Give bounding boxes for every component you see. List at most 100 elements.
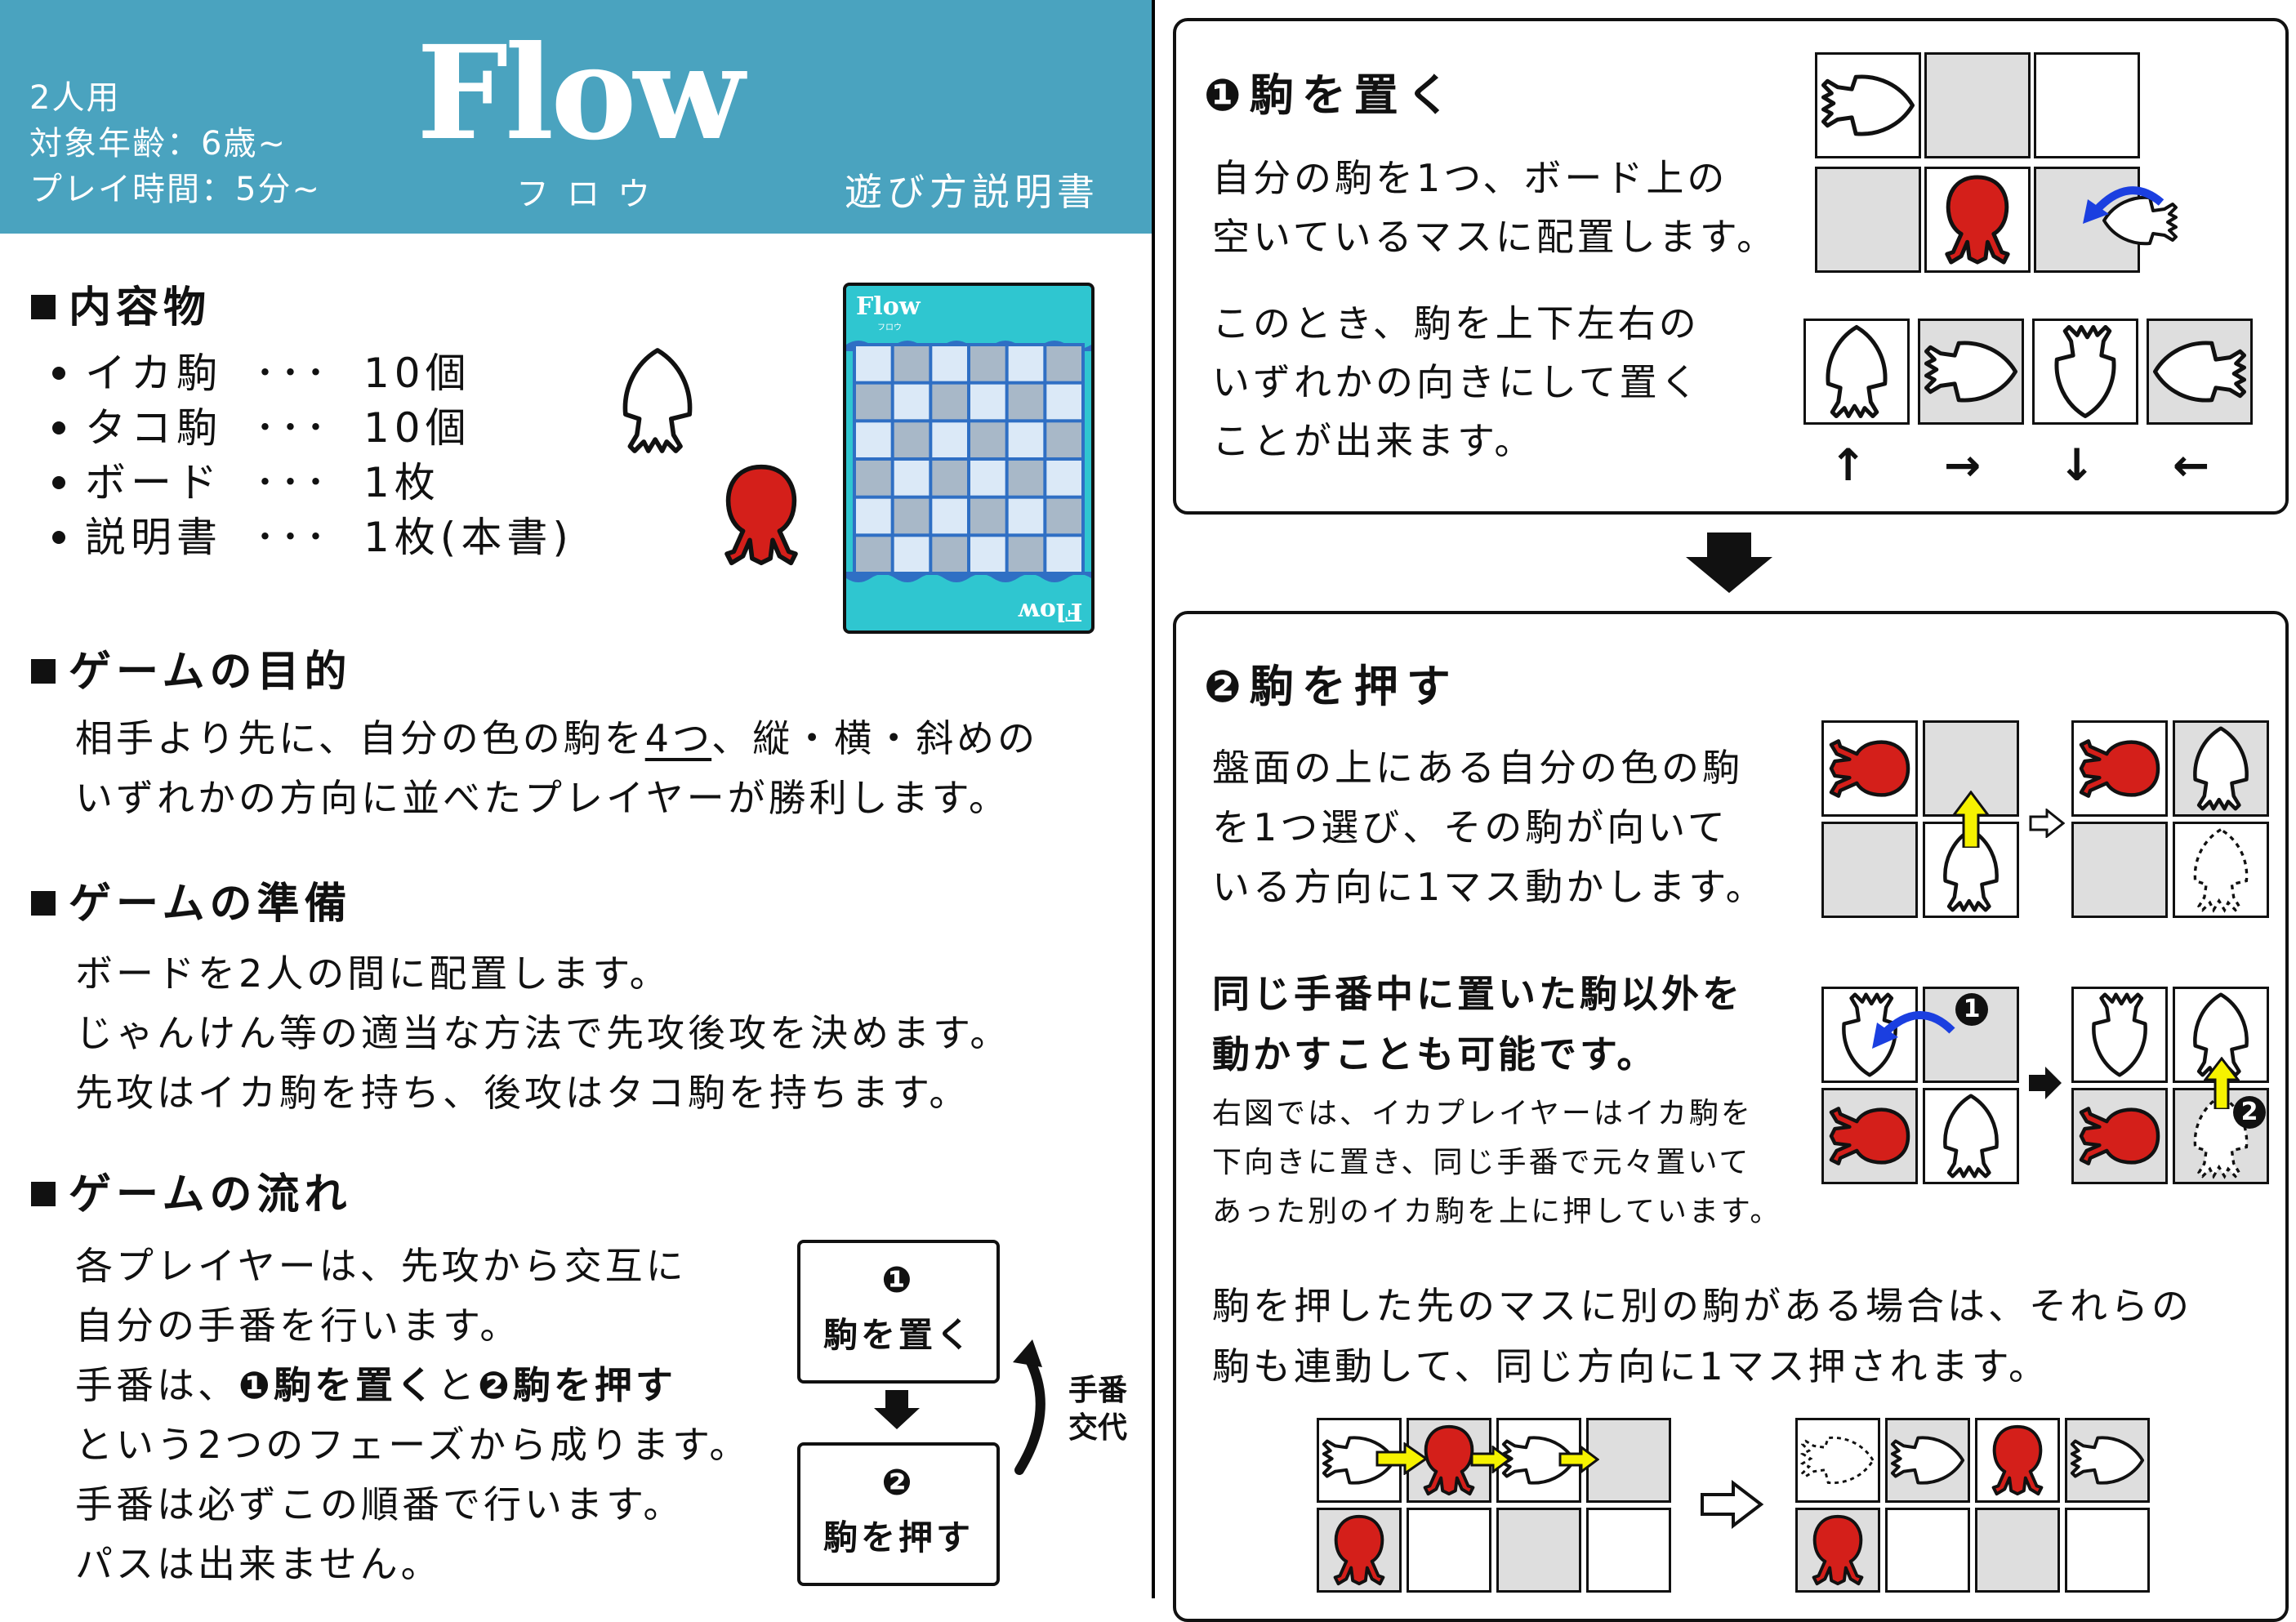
turn-change-line: 交代: [1068, 1411, 1128, 1445]
board-square: [1008, 537, 1044, 572]
center-divider: [1152, 0, 1155, 1598]
goal-heading-text: ゲームの目的: [69, 648, 352, 697]
setup-line: ボードを2人の間に配置します。: [75, 951, 671, 996]
board-square: [970, 498, 1005, 534]
goal-text-a: 相手より先に、自分の色の駒を: [75, 716, 645, 760]
board-square: [856, 461, 891, 496]
item-name: ボード: [85, 459, 222, 506]
orientation-up: [1803, 319, 1910, 425]
board-square: [1046, 461, 1081, 496]
step-badge-2: 2: [2233, 1096, 2266, 1129]
bullet-icon: [52, 366, 65, 380]
grid-cell: [2173, 822, 2269, 918]
chain-line: 駒を押した先のマスに別の駒がある場合は、それらの: [1212, 1284, 2192, 1328]
flow-text-a: 手番は、: [75, 1363, 239, 1407]
board-title: Flow: [856, 292, 921, 321]
board-square: [1008, 384, 1044, 420]
board-square: [1046, 384, 1081, 420]
step1-text-a: 自分の駒を1つ、ボード上の 空いているマスに配置します。: [1212, 149, 1777, 266]
step2-text: 盤面の上にある自分の色の駒 を1つ選び、その駒が向いて いる方向に1マス動かしま…: [1212, 738, 1767, 917]
octopus-icon: [1812, 1514, 1864, 1586]
step1-line: ことが出来ます。: [1212, 419, 1536, 463]
square-bullet-icon: [31, 1182, 56, 1206]
octopus-right-icon: [2074, 1090, 2165, 1182]
board-square: [1046, 346, 1081, 381]
orientation-down: [2032, 319, 2138, 425]
item-name: イカ駒: [85, 350, 222, 397]
flow-phase-1: ❶駒を置く: [239, 1363, 437, 1407]
down-arrow-icon: [874, 1390, 920, 1429]
board-square: [856, 384, 891, 420]
octopus-piece-icon: [704, 448, 818, 582]
flow-box-label: 駒を押す: [823, 1517, 974, 1557]
item-qty: 1枚(本書): [363, 514, 573, 561]
octopus-icon: [1991, 1424, 2044, 1496]
square-bullet-icon: [31, 891, 56, 916]
flow-box-place: ❶ 駒を置く: [797, 1240, 1000, 1384]
flow-box-label: 駒を置く: [823, 1315, 974, 1355]
board-square: [970, 537, 1005, 572]
chain-push-text: 駒を押した先のマスに別の駒がある場合は、それらの 駒も連動して、同じ方向に1マス…: [1212, 1276, 2192, 1397]
grid-cell: [2173, 720, 2269, 817]
item-qty: 10個: [363, 350, 471, 397]
grid-cell: [1815, 52, 1921, 158]
board-square: [1008, 461, 1044, 496]
turn-cycle-arrow-icon: [1013, 1339, 1045, 1475]
step2-line: を1つ選び、その駒が向いて: [1212, 805, 1728, 849]
players-label: 2人用: [29, 79, 121, 117]
flow-text: 各プレイヤーは、先攻から交互に 自分の手番を行います。 手番は、❶駒を置くと❷駒…: [75, 1237, 750, 1594]
board-square: [1008, 498, 1044, 534]
square-bullet-icon: [31, 659, 56, 684]
goal-line-1: 相手より先に、自分の色の駒を4つ、縦・横・斜めの: [75, 709, 1038, 769]
item-dots: ･･･: [255, 459, 331, 506]
board-square: [1046, 422, 1081, 457]
grid-cell: [1975, 1418, 2060, 1503]
flow-box-number: ❶: [881, 1259, 916, 1301]
grid-cell: [2065, 1418, 2150, 1503]
board-square: [932, 461, 967, 496]
item-dots: ･･･: [255, 350, 331, 397]
squid-up-icon: [2175, 723, 2267, 814]
board-square: [970, 422, 1005, 457]
grid-cell: [2071, 822, 2168, 918]
step2-example-text: 右図では、イカプレイヤーはイカ駒を 下向きに置き、同じ手番で元々置いて あった別…: [1212, 1090, 1781, 1237]
arrow-left-icon: ←: [2173, 439, 2210, 491]
step-badge-1: 1: [1955, 993, 1988, 1026]
playtime-label: プレイ時間：5分~: [29, 171, 321, 208]
item-dots: ･･･: [255, 514, 331, 561]
example-line: あった別のイカ駒を上に押しています。: [1212, 1195, 1782, 1228]
setup-line: 先攻はイカ駒を持ち、後攻はタコ駒を持ちます。: [75, 1071, 970, 1115]
grid-cell: [2071, 1088, 2168, 1184]
goal-line-2: いずれかの方向に並べたプレイヤーが勝利します。: [75, 776, 1010, 820]
flow-line: 各プレイヤーは、先攻から交互に: [75, 1244, 687, 1288]
bullet-icon: [52, 475, 65, 489]
board-square: [932, 537, 967, 572]
grid-cell: [2034, 52, 2140, 158]
step1-line: 空いているマスに配置します。: [1212, 215, 1778, 259]
board-square: [856, 498, 891, 534]
bullet-icon: [52, 421, 65, 434]
example-line: 下向きに置き、同じ手番で元々置いて: [1212, 1146, 1751, 1179]
turn-change-label: 手番 交代: [1068, 1372, 1127, 1447]
octopus-right-icon: [2074, 723, 2165, 814]
grid-cell: [1821, 1088, 1918, 1184]
arrow-down-icon: ↓: [2058, 439, 2096, 491]
push-arrow-right-icon: [1375, 1442, 1428, 1475]
squid-down-icon: [2035, 321, 2136, 422]
step1-line: このとき、駒を上下左右の: [1212, 301, 1700, 345]
squid-right-icon: [1920, 321, 2022, 422]
step1-line: いずれかの向きにして置く: [1212, 360, 1701, 404]
board-square: [856, 422, 891, 457]
step1-text-b: このとき、駒を上下左右の いずれかの向きにして置く ことが出来ます。: [1212, 294, 1701, 470]
grid-cell: [1821, 987, 1918, 1083]
board-square: [970, 384, 1005, 420]
squid-right-icon: [2070, 1436, 2145, 1485]
board-square: [894, 498, 930, 534]
arrow-right-icon: →: [1944, 439, 1982, 491]
squid-piece-icon: [600, 333, 715, 468]
board-title-flipped: Flow: [1019, 597, 1083, 626]
next-step-arrow-icon: [1686, 532, 1772, 593]
grid-cell: [1923, 1088, 2019, 1184]
board-square: [932, 346, 967, 381]
item-qty: 10個: [363, 404, 471, 452]
